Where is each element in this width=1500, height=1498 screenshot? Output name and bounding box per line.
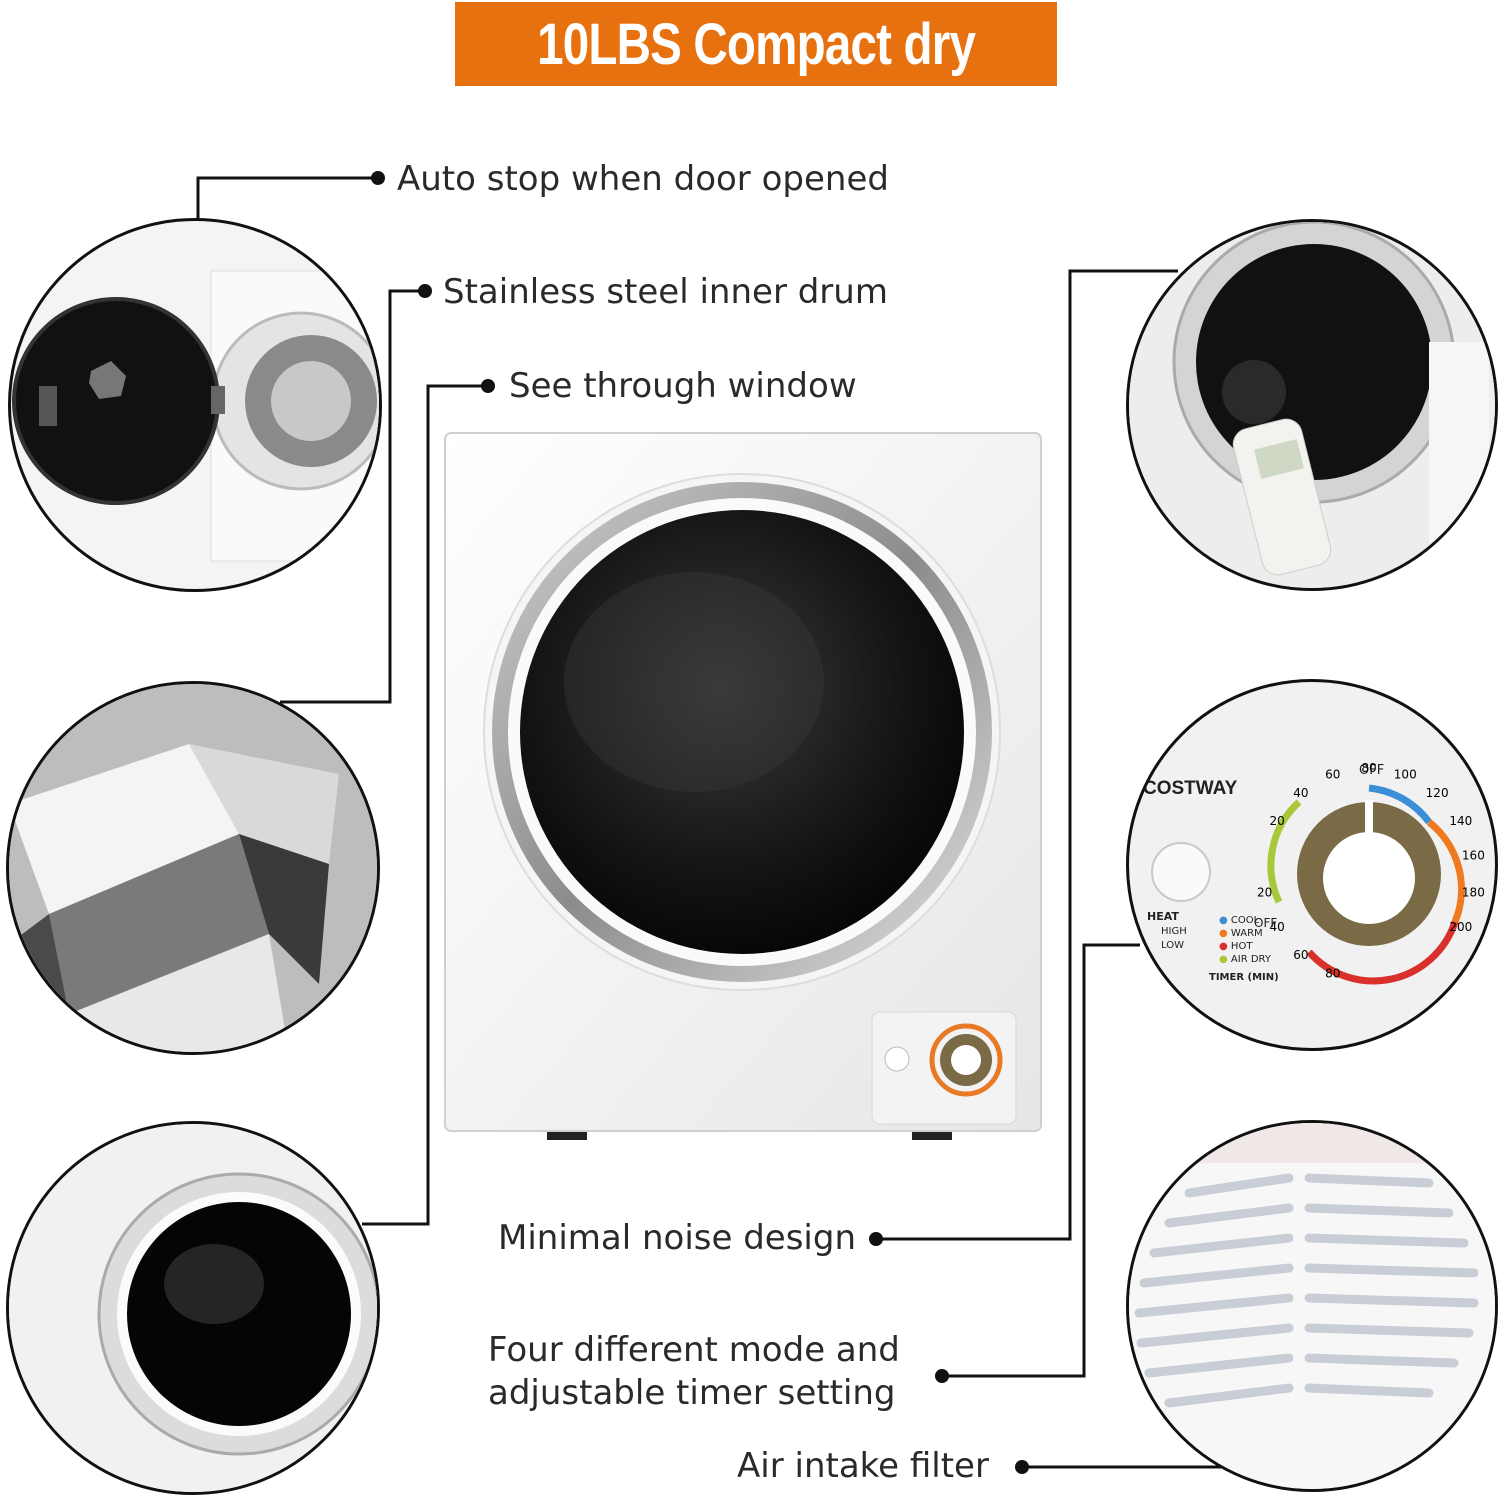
window-illustration: [9, 1124, 377, 1492]
noise-meter-illustration: [1129, 222, 1495, 588]
photo-door-open: [8, 218, 382, 592]
air-dry-tick-label: 20: [1257, 885, 1272, 899]
timer-tick-label: 200: [1449, 920, 1472, 934]
mode-warm: WARM: [1230, 928, 1263, 939]
timer-tick-label: 140: [1449, 814, 1472, 828]
timer-off-left: OFF: [1254, 916, 1278, 930]
timer-tick-label: 100: [1394, 767, 1417, 781]
dryer-main: [444, 432, 1042, 1140]
feature-noise: Minimal noise design: [498, 1218, 857, 1258]
timer-tick-label: 40: [1293, 786, 1308, 800]
heat-button[interactable]: [1151, 842, 1211, 902]
heat-high-label: HIGH: [1161, 926, 1187, 937]
timer-tick-label: 60: [1325, 767, 1340, 781]
mode-air-dry: AIR DRY: [1230, 954, 1271, 965]
feature-window: See through window: [509, 366, 857, 406]
timer-off-top: OFF: [1359, 763, 1385, 778]
inner-drum-illustration: [9, 684, 377, 1052]
brand-logo: COSTWAY: [1143, 778, 1238, 799]
feature-modes-line2: adjustable timer setting: [488, 1373, 896, 1413]
banner-title: 10LBS Compact dry: [536, 11, 976, 77]
air-dry-tick-label: 60: [1293, 948, 1308, 962]
timer-tick-label: 20: [1270, 814, 1285, 828]
dryer-main-illustration: [444, 432, 1042, 1140]
feature-modes-line1: Four different mode and: [488, 1330, 900, 1370]
photo-window: [6, 1121, 380, 1495]
timer-label: TIMER (MIN): [1209, 972, 1279, 983]
air-dry-tick-label: 80: [1325, 967, 1340, 981]
air-dry-tick-label: 40: [1270, 920, 1285, 934]
title-banner: 10LBS Compact dry: [455, 2, 1057, 86]
photo-noise-meter: [1126, 219, 1498, 591]
feature-inner-drum: Stainless steel inner drum: [443, 272, 888, 312]
air-filter-illustration: [1129, 1123, 1495, 1489]
timer-tick-label: 120: [1426, 786, 1449, 800]
timer-tick-label: 180: [1462, 885, 1485, 899]
mode-legend: ● COOL ● WARM ● HOT ● AIR DRY: [1219, 915, 1271, 965]
photo-air-filter: [1126, 1120, 1498, 1492]
photo-inner-drum: [6, 681, 380, 1055]
photo-control-panel: COSTWAY HEAT HIGH LOW ● COOL ● WARM ● HO…: [1126, 679, 1498, 1051]
door-open-illustration: [12, 270, 379, 562]
heat-low-label: LOW: [1161, 940, 1184, 951]
timer-tick-label: 80: [1361, 761, 1376, 775]
mode-cool: COOL: [1230, 915, 1260, 926]
timer-tick-label: 160: [1462, 849, 1485, 863]
feature-filter: Air intake filter: [737, 1446, 989, 1486]
mode-hot: HOT: [1230, 941, 1253, 952]
feature-auto-stop: Auto stop when door opened: [397, 159, 889, 199]
heat-label: HEAT: [1147, 910, 1179, 923]
